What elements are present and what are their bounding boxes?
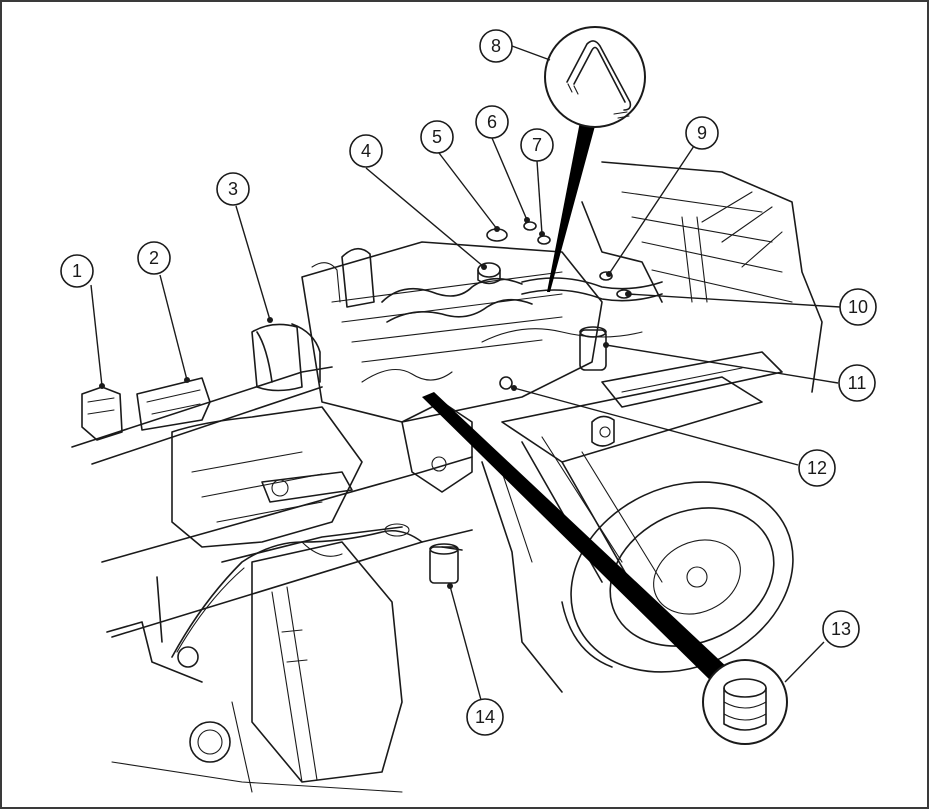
- wedge-to-detail-13: [422, 392, 730, 684]
- part-11-reservoir-top: [579, 326, 607, 338]
- callout-11: 11: [838, 364, 876, 402]
- callout-13: 13: [822, 610, 860, 648]
- chassis-line-art: [71, 161, 823, 793]
- callout-7-label: 7: [532, 135, 542, 155]
- callout-2: 2: [137, 241, 171, 275]
- detail-view-13: [702, 659, 788, 745]
- callout-14: 14: [466, 698, 504, 736]
- callout-9-label: 9: [697, 123, 707, 143]
- oil-filler-cap-body: [477, 269, 501, 285]
- detail-view-8: [544, 26, 646, 128]
- callout-9: 9: [685, 116, 719, 150]
- callout-1-label: 1: [72, 261, 82, 281]
- component-markers: [429, 221, 632, 584]
- callout-4: 4: [349, 134, 383, 168]
- callout-5: 5: [420, 120, 454, 154]
- part-11-reservoir: [579, 329, 607, 371]
- callout-14-label: 14: [475, 707, 495, 727]
- callout-2-label: 2: [149, 248, 159, 268]
- callout-6-label: 6: [487, 112, 497, 132]
- callout-1: 1: [60, 254, 94, 288]
- part-6-cap: [523, 221, 537, 231]
- callout-7: 7: [520, 128, 554, 162]
- callout-11-label: 11: [848, 373, 867, 393]
- part-9-cap: [599, 271, 613, 281]
- part-12-sensor: [499, 376, 513, 390]
- callout-3-label: 3: [228, 179, 238, 199]
- callout-10-label: 10: [848, 297, 868, 317]
- leader-lines: [90, 45, 841, 701]
- part-14-fuel-filter: [429, 546, 459, 584]
- callout-10: 10: [839, 288, 877, 326]
- callout-4-label: 4: [361, 141, 371, 161]
- callout-3: 3: [216, 172, 250, 206]
- callout-13-label: 13: [831, 619, 851, 639]
- callout-5-label: 5: [432, 127, 442, 147]
- callout-12: 12: [798, 449, 836, 487]
- part-14-fuel-filter-top: [429, 543, 459, 555]
- part-7-cap: [537, 235, 551, 245]
- callout-8-label: 8: [491, 36, 501, 56]
- callout-12-label: 12: [807, 458, 827, 478]
- callout-8: 8: [479, 29, 513, 63]
- callout-6: 6: [475, 105, 509, 139]
